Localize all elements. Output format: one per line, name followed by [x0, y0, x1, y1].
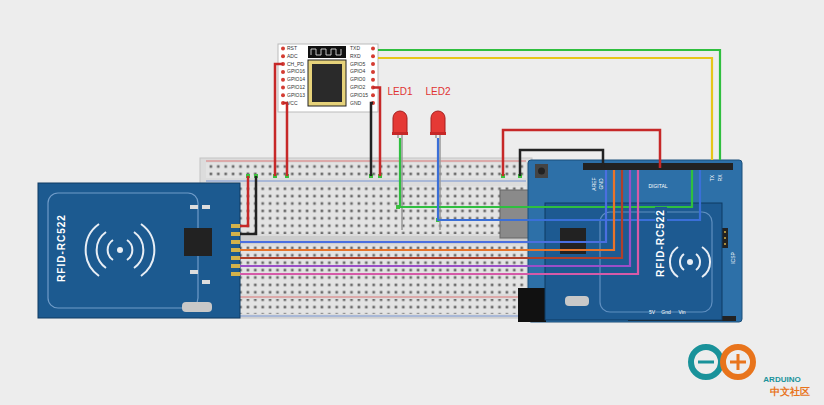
pin-label: GPIO12: [287, 85, 305, 90]
rfid-reader: RFID-RC522: [545, 203, 722, 320]
watermark: 中文社区: [770, 387, 810, 397]
led: LED1: [386, 84, 414, 138]
rfid-module: [38, 183, 240, 318]
signal-wire: [528, 170, 700, 274]
pin-label: GPIO2: [350, 85, 365, 90]
pin-label: GPIO5: [350, 62, 365, 67]
pin-label: GPIO14: [287, 77, 305, 82]
wire: [240, 249, 528, 251]
pin-label: RFID-RC522: [57, 214, 67, 282]
pin-label: RFID-RC522: [655, 207, 667, 279]
wire: [240, 241, 528, 243]
watermark: ARDUINO: [763, 376, 800, 384]
pin-label: TX: [710, 175, 715, 181]
wire: [438, 138, 528, 220]
pin-label: GPIO0: [350, 77, 365, 82]
wire: [240, 257, 528, 259]
pin-label: LED2: [425, 87, 450, 97]
pin-label: LED1: [387, 87, 412, 97]
pin-label: CH_PD: [287, 62, 304, 67]
pin-label: VCC: [287, 101, 298, 106]
wire: [240, 273, 528, 275]
rfid-reader: RFID-RC522: [38, 183, 240, 318]
pin-label: RX: [718, 175, 723, 182]
power-wire: [240, 64, 660, 234]
pin-label: GPIO16: [287, 69, 305, 74]
pin-label: TXD: [350, 46, 360, 51]
wifi-module: RST ADC CH_PD GPIO16GPIO14GPIO12GPIO13VCC TX…: [278, 44, 378, 112]
watermark-logo: [691, 347, 753, 377]
esp8266-module: [278, 44, 378, 112]
wire: [378, 50, 720, 160]
wire: [400, 138, 528, 207]
pin-label: RST: [287, 46, 297, 51]
pin-label: ADC: [287, 54, 298, 59]
breadboard: [200, 158, 532, 318]
pin-label: AREF: [592, 177, 597, 190]
led: LED2: [424, 84, 452, 138]
pin-label: GPIO4: [350, 69, 365, 74]
pin-label: DIGITAL: [648, 184, 667, 189]
wire: [240, 265, 528, 267]
pin-label: Vin: [678, 310, 685, 315]
wire: [378, 58, 712, 160]
pin-label: GPIO13: [287, 93, 305, 98]
pin-label: ICSP: [731, 252, 736, 264]
pin-label: GND: [599, 178, 604, 189]
arduino-board: AREFGND DIGITAL TXRX ICSP 5V Gnd Vin RFID-RC522: [528, 160, 742, 322]
pin-label: Gnd: [661, 310, 670, 315]
arduino-board: [500, 160, 742, 322]
pin-label: GPIO15: [350, 93, 368, 98]
pin-label: 5V: [649, 310, 655, 315]
pin-label: RXD: [350, 54, 361, 59]
pin-label: GND: [350, 101, 361, 106]
